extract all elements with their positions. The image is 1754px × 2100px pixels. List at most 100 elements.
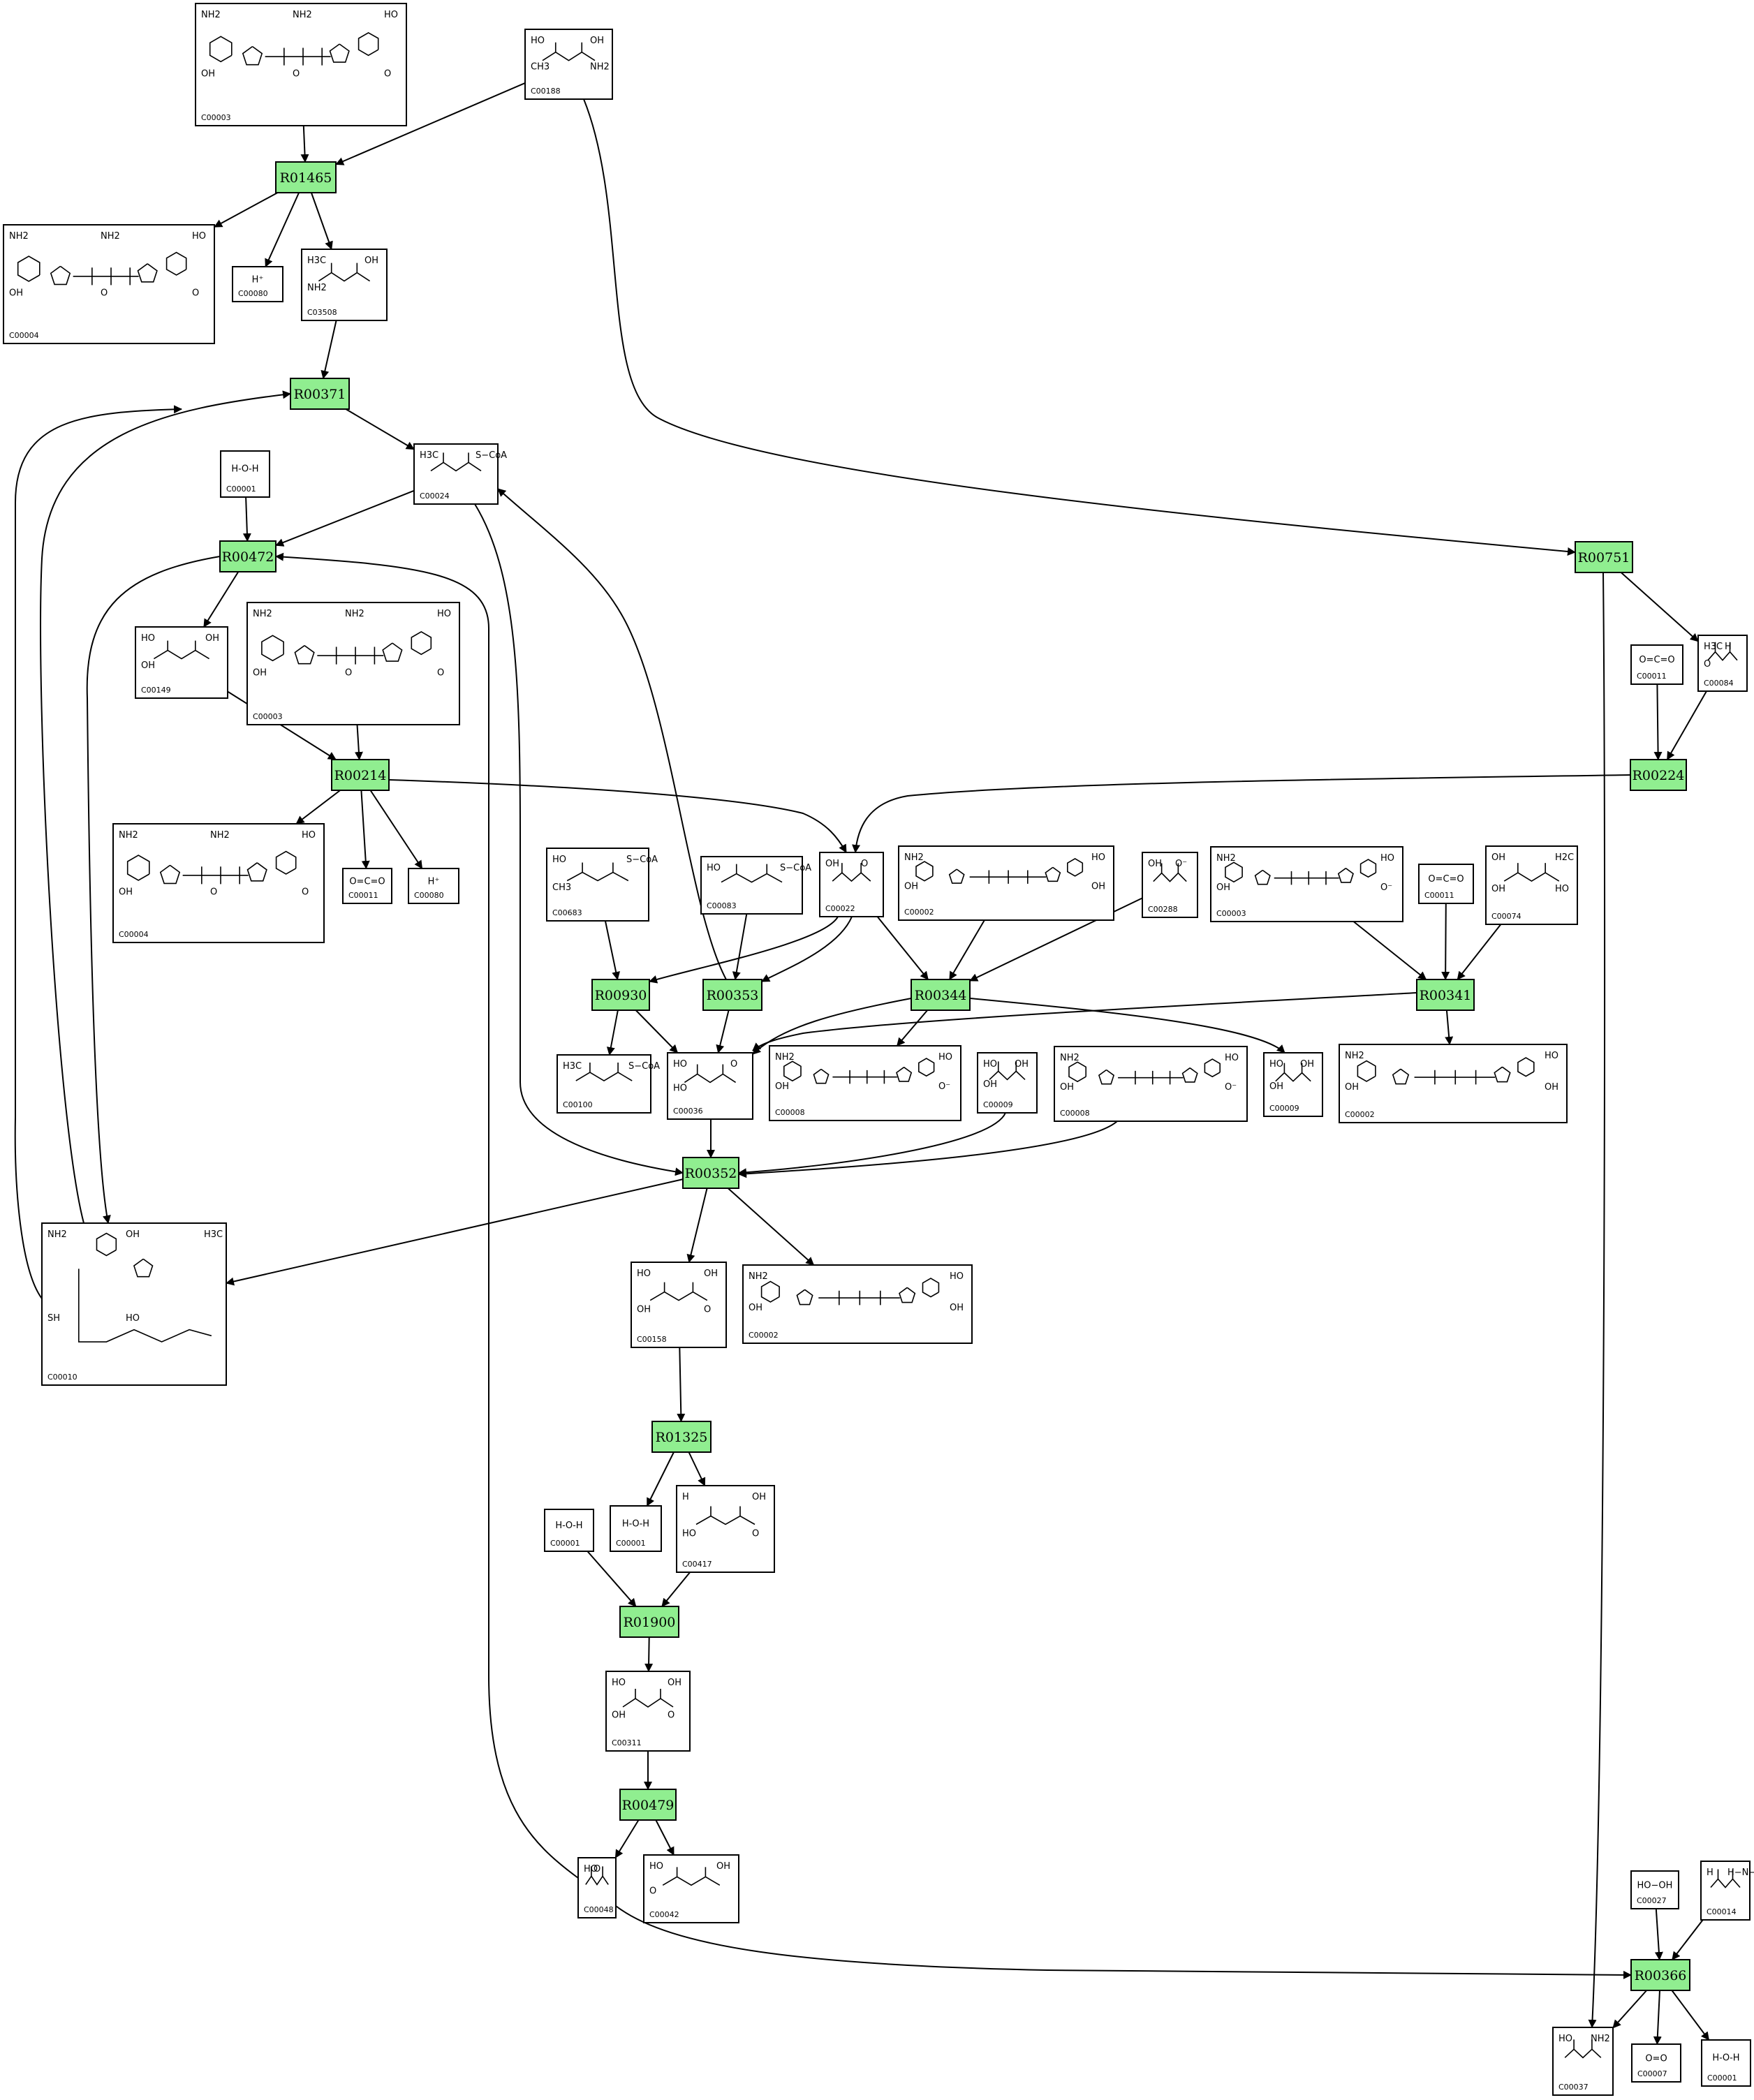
atom-label: O=C=O [1639,655,1674,665]
edge-R00479-to-c_C00048 [614,1819,640,1858]
reaction-r01900[interactable]: R01900 [619,1606,679,1638]
atom-label: OH [1148,859,1162,869]
compound-id-label: C00100 [563,1100,593,1109]
compound-id-label: C00010 [47,1373,78,1382]
compound-id-label: C00001 [550,1539,580,1548]
reaction-r00479[interactable]: R00479 [619,1789,677,1821]
compound-id-label: C00002 [1345,1110,1375,1119]
atom-label: HO [673,1083,687,1093]
structure-drawing-icon [989,1061,1026,1081]
reaction-r01465[interactable]: R01465 [275,161,337,193]
structure-drawing-icon [1710,1869,1741,1888]
edge-R00214-to-c_C00080_b [369,790,423,869]
reaction-r00751[interactable]: R00751 [1575,541,1633,573]
edge-R00366-to-c_C00007 [1653,1990,1662,2045]
reaction-r00344[interactable]: R00344 [911,979,971,1011]
edge-c_C00022-to-R00344 [876,916,929,980]
atom-label: S−CoA [476,450,507,461]
compound-box [557,1054,651,1114]
reaction-id-label: R00353 [707,988,759,1003]
structure-drawing-icon [78,1232,212,1343]
compound-id-label: C00014 [1707,1907,1737,1916]
atom-label: H3C [1704,642,1723,652]
edge-c_C00011_b-to-R00224 [1653,683,1663,760]
reaction-box [651,1421,712,1453]
compound-box [700,856,803,915]
compound-c00014[interactable]: HH−N−HC00014 [1700,1861,1754,1921]
reaction-r00353[interactable]: R00353 [702,979,762,1011]
compound-id-label: C00001 [616,1539,646,1548]
compound-c00080[interactable]: H⁺C00080 [408,868,459,904]
atom-label: HO [1091,852,1105,863]
atom-label: HO [531,36,545,46]
reaction-id-label: R00352 [685,1166,737,1181]
atom-label: H‑O‑H [231,464,258,475]
atom-label: H [1707,1868,1714,1878]
structure-drawing-icon [1275,1063,1311,1082]
atom-label: NH2 [1345,1051,1364,1061]
compound-id-label: C00004 [9,331,39,340]
reaction-r00472[interactable]: R00472 [219,540,277,572]
atom-label: HO [302,830,316,841]
structure-drawing-icon [261,630,432,665]
atom-label: H [682,1492,689,1502]
atom-label: H [1725,642,1732,652]
reaction-r00224[interactable]: R00224 [1630,759,1687,791]
compound-id-label: C00003 [253,712,283,721]
reaction-r00214[interactable]: R00214 [331,759,390,791]
reaction-r00371[interactable]: R00371 [290,378,350,410]
compound-c00080[interactable]: H⁺C00080 [232,266,283,302]
compound-id-label: C00027 [1637,1896,1667,1905]
reaction-r00366[interactable]: R00366 [1630,1959,1690,1991]
edge-c_C00009_a-to-R00352 [738,1112,1006,1177]
edge-c_C00074-to-R00341 [1457,924,1502,980]
reaction-r01325[interactable]: R01325 [651,1421,712,1453]
compound-id-label: C00083 [707,901,737,910]
reaction-r00341[interactable]: R00341 [1416,979,1475,1011]
reaction-r00352[interactable]: R00352 [682,1157,739,1189]
reaction-r00930[interactable]: R00930 [591,979,650,1011]
compound-box [676,1485,775,1573]
edge-R00930-to-c_C00100 [606,1010,619,1056]
